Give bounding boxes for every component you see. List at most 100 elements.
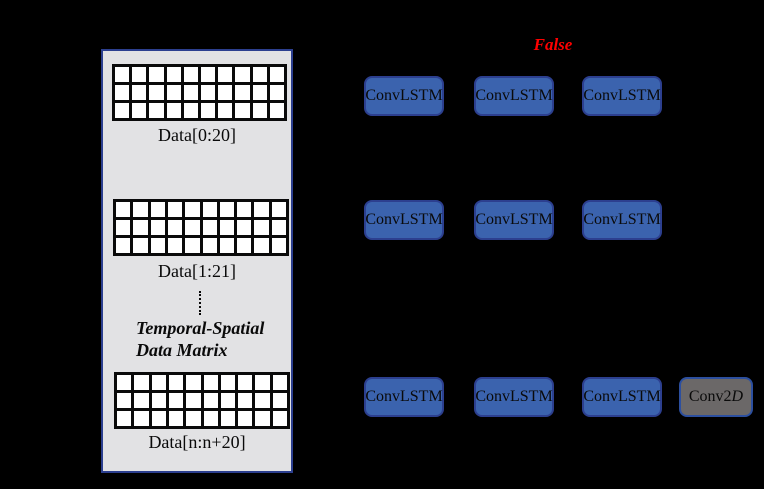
matrix-cell — [254, 202, 269, 217]
panel-caption-line2: Data Matrix — [136, 340, 228, 360]
matrix-cell — [271, 238, 286, 253]
matrix-cell — [115, 103, 130, 118]
matrix-cell — [133, 202, 148, 217]
matrix-cell — [186, 375, 201, 390]
matrix-cell — [271, 202, 286, 217]
temporal-spatial-data-panel: Data[0:20] Data[1:21] Temporal-Spatial D… — [101, 49, 293, 473]
convlstm-block-r1c2: ConvLSTM — [474, 76, 554, 116]
matrix-cell — [237, 238, 252, 253]
matrix-cell — [252, 85, 267, 100]
matrix-cell — [220, 393, 236, 408]
matrix-cell — [237, 220, 252, 235]
matrix-cell — [185, 202, 200, 217]
matrix-cell — [269, 67, 284, 82]
matrix-cell — [272, 411, 287, 426]
convlstm-block-r3c3: ConvLSTM — [582, 377, 662, 417]
matrix-cell — [134, 393, 149, 408]
matrix-cell — [203, 393, 218, 408]
matrix-cell — [183, 67, 198, 82]
matrix-cell — [272, 375, 287, 390]
convlstm-block-r2c1: ConvLSTM — [364, 200, 444, 240]
vertical-ellipsis-dots — [199, 291, 201, 315]
convlstm-block-r3c2: ConvLSTM — [474, 377, 554, 417]
matrix-cell — [167, 202, 183, 217]
matrix-cell — [235, 67, 250, 82]
matrix-cell — [186, 393, 201, 408]
matrix-cell — [151, 411, 166, 426]
matrix-cell — [167, 238, 183, 253]
matrix-cell — [200, 103, 216, 118]
matrix-cell — [200, 67, 216, 82]
convlstm-block-r1c3: ConvLSTM — [582, 76, 662, 116]
matrix-cell — [134, 411, 149, 426]
matrix-cell — [255, 393, 270, 408]
matrix-cell — [202, 202, 217, 217]
matrix-cell — [168, 375, 184, 390]
matrix-cell — [203, 411, 218, 426]
matrix-cell — [115, 85, 130, 100]
matrix-cell — [219, 202, 235, 217]
matrix-cell — [116, 220, 131, 235]
matrix-cell — [117, 375, 132, 390]
matrix-cell — [133, 220, 148, 235]
matrix-cell — [235, 85, 250, 100]
matrix-cell — [271, 220, 286, 235]
matrix-cell — [150, 220, 165, 235]
matrix-cell — [167, 220, 183, 235]
matrix-cell — [151, 393, 166, 408]
matrix-cell — [254, 220, 269, 235]
matrix-cell — [186, 411, 201, 426]
matrix-cell — [202, 238, 217, 253]
matrix-cell — [238, 411, 253, 426]
matrix-cell — [269, 103, 284, 118]
matrix-cell — [272, 393, 287, 408]
matrix-cell — [237, 202, 252, 217]
matrix-cell — [238, 375, 253, 390]
conv2d-label-italic-d: D — [731, 388, 744, 405]
matrix-cell — [219, 238, 235, 253]
grid-label-2: Data[n:n+20] — [148, 432, 246, 452]
matrix-cell — [132, 67, 147, 82]
matrix-cell — [202, 220, 217, 235]
matrix-cell — [117, 411, 132, 426]
convlstm-block-r1c1: ConvLSTM — [364, 76, 444, 116]
convlstm-block-r3c1: ConvLSTM — [364, 377, 444, 417]
grid-label-0: Data[0:20] — [158, 125, 236, 145]
matrix-cell — [115, 67, 130, 82]
matrix-cell — [254, 238, 269, 253]
matrix-cell — [183, 103, 198, 118]
matrix-cell — [238, 393, 253, 408]
matrix-cell — [255, 411, 270, 426]
matrix-cell — [166, 85, 181, 100]
grid-label-1: Data[1:21] — [158, 261, 236, 281]
matrix-cell — [150, 202, 165, 217]
matrix-cell — [117, 393, 132, 408]
matrix-cell — [166, 67, 181, 82]
data-matrix-grid-2 — [114, 372, 290, 429]
matrix-cell — [252, 67, 267, 82]
matrix-cell — [166, 103, 181, 118]
matrix-cell — [185, 238, 200, 253]
matrix-cell — [220, 375, 236, 390]
matrix-cell — [183, 85, 198, 100]
false-condition-label: False — [533, 35, 573, 54]
matrix-cell — [116, 238, 131, 253]
matrix-cell — [255, 375, 270, 390]
panel-caption-line1: Temporal-Spatial — [136, 318, 265, 338]
matrix-cell — [269, 85, 284, 100]
matrix-cell — [151, 375, 166, 390]
matrix-cell — [219, 220, 235, 235]
matrix-cell — [168, 393, 184, 408]
convlstm-block-r2c3: ConvLSTM — [582, 200, 662, 240]
matrix-cell — [218, 103, 233, 118]
matrix-cell — [150, 238, 165, 253]
matrix-cell — [200, 85, 216, 100]
data-matrix-grid-0 — [112, 64, 287, 121]
conv2d-label-prefix: Conv2 — [688, 388, 732, 405]
matrix-cell — [149, 103, 164, 118]
matrix-cell — [185, 220, 200, 235]
matrix-cell — [149, 67, 164, 82]
matrix-cell — [132, 85, 147, 100]
matrix-cell — [218, 67, 233, 82]
